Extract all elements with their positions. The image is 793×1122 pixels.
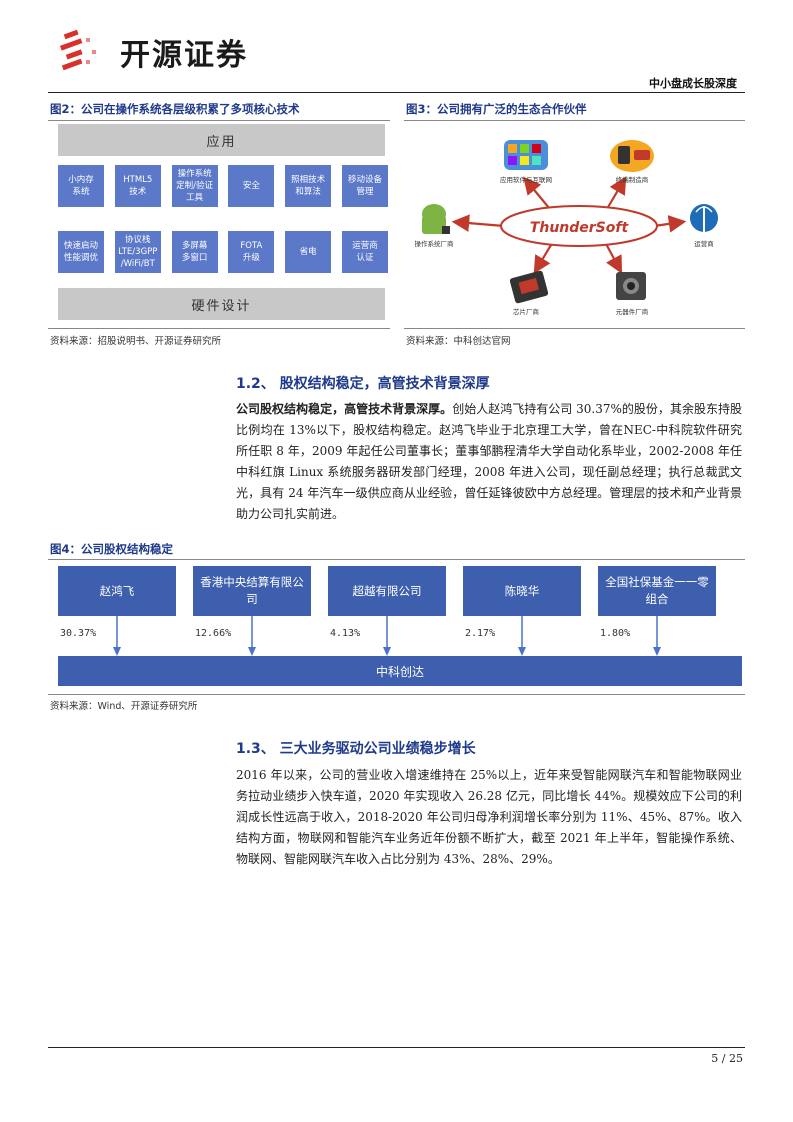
fig3-node-components: 元器件厂商 bbox=[616, 307, 649, 316]
section-1-2-heading: 1.2、 股权结构稳定，高管技术背景深厚 bbox=[236, 376, 490, 392]
fig4-source: 资料来源：Wind、开源证券研究所 bbox=[50, 701, 198, 712]
fig2-tile: FOTA 升级 bbox=[228, 231, 275, 273]
chip-icon bbox=[509, 270, 549, 304]
header-divider bbox=[48, 92, 745, 93]
footer-divider bbox=[48, 1047, 745, 1048]
terminal-devices-icon bbox=[610, 140, 654, 172]
shareholder-pct: 1.80% bbox=[600, 628, 631, 639]
fig4-shareholder-row: 赵鸿飞 30.37% 香港中央结算有限公司 12.66% 超越有限公司 4.13% 陈晓华 2… bbox=[58, 566, 742, 656]
fig3-node-chip: 芯片厂商 bbox=[513, 307, 540, 316]
logo-text: 开源证券 bbox=[120, 38, 248, 73]
fig3-title: 图3：公司拥有广泛的生态合作伙伴 bbox=[406, 102, 587, 116]
fig2-tile: 快速启动 性能调优 bbox=[58, 231, 104, 273]
fig2-source: 资料来源：招股说明书、开源证券研究所 bbox=[50, 336, 222, 347]
fig4-title: 图4：公司股权结构稳定 bbox=[50, 542, 174, 556]
shareholder-pct: 2.17% bbox=[465, 628, 496, 639]
fig2-tile: 多屏幕 多窗口 bbox=[171, 231, 218, 273]
fig2-top-layer: 应用 bbox=[58, 124, 385, 156]
fig3-top-rule bbox=[404, 120, 745, 121]
ownership-arrow-icon bbox=[382, 616, 392, 660]
ownership-arrow-icon bbox=[247, 616, 257, 660]
fig3-node-os: 操作系统厂商 bbox=[415, 239, 455, 248]
fig2-tile: 小内存 系统 bbox=[58, 165, 104, 207]
camera-module-icon bbox=[616, 272, 646, 300]
fig2-bottom-rule bbox=[48, 328, 390, 329]
fig3-node-carrier: 运营商 bbox=[694, 239, 714, 248]
fig3-ecosystem-diagram: ThunderSoft 应用软件与互联网 终端制造商 操作系统厂商 运营商 芯片… bbox=[415, 140, 718, 316]
fig3-center-label: ThunderSoft bbox=[530, 220, 630, 236]
carrier-tower-icon bbox=[690, 204, 718, 232]
fig2-tile: 照相技术 和算法 bbox=[285, 165, 332, 207]
android-icon bbox=[422, 204, 450, 234]
fig2-tile: 运营商 认证 bbox=[342, 231, 388, 273]
section-1-3-paragraph: 2016 年以来，公司的营业收入增速维持在 25%以上，近年来受智能网联汽车和智… bbox=[236, 768, 742, 866]
shareholder-pct: 30.37% bbox=[60, 628, 97, 639]
apps-internet-icon bbox=[504, 140, 548, 170]
fig2-tile: HTML5 技术 bbox=[114, 165, 161, 207]
fig3-source: 资料来源：中科创达官网 bbox=[406, 336, 511, 347]
fig4-bottom-rule bbox=[48, 694, 745, 695]
report-type: 中小盘成长股深度 bbox=[649, 77, 737, 90]
section-1-3-heading: 1.3、 三大业务驱动公司业绩稳步增长 bbox=[236, 741, 476, 757]
fig4-company-bar: 中科创达 bbox=[58, 656, 742, 686]
fig2-top-rule bbox=[48, 120, 390, 121]
shareholder-box: 赵鸿飞 bbox=[58, 566, 176, 616]
section-1-2-lead: 公司股权结构稳定，高管技术背景深厚。 bbox=[236, 402, 453, 416]
ownership-arrow-icon bbox=[652, 616, 662, 660]
shareholder-box: 陈晓华 bbox=[463, 566, 581, 616]
shareholder-box: 香港中央结算有限公司 bbox=[193, 566, 311, 616]
shareholder-box: 超越有限公司 bbox=[328, 566, 446, 616]
fig2-tile: 操作系统 定制/验证 工具 bbox=[171, 165, 218, 207]
shareholder-box: 全国社保基金一一零组合 bbox=[598, 566, 716, 616]
fig4-top-rule bbox=[48, 559, 745, 560]
fig2-bottom-layer: 硬件设计 bbox=[58, 288, 385, 320]
fig2-title: 图2：公司在操作系统各层级积累了多项核心技术 bbox=[50, 102, 300, 116]
ownership-arrow-icon bbox=[112, 616, 122, 660]
logo: 开源证券 bbox=[58, 28, 288, 73]
section-1-2-body: 创始人赵鸿飞持有公司 30.37%的股份，其余股东持股比例均在 13%以下，股权… bbox=[236, 402, 742, 521]
shareholder-pct: 12.66% bbox=[195, 628, 232, 639]
fig3-bottom-rule bbox=[404, 328, 745, 329]
section-1-2-paragraph: 公司股权结构稳定，高管技术背景深厚。创始人赵鸿飞持有公司 30.37%的股份，其… bbox=[236, 399, 742, 525]
fig2-tile: 协议栈 LTE/3GPP /WiFi/BT bbox=[114, 231, 161, 273]
page-number: 5 / 25 bbox=[711, 1052, 743, 1065]
fig3-node-terminal: 终端制造商 bbox=[616, 175, 649, 184]
logo-mark-icon bbox=[59, 29, 96, 71]
shareholder-pct: 4.13% bbox=[330, 628, 361, 639]
fig2-tile: 移动设备 管理 bbox=[342, 165, 388, 207]
fig3-node-apps: 应用软件与互联网 bbox=[500, 175, 552, 184]
ownership-arrow-icon bbox=[517, 616, 527, 660]
fig2-tile: 省电 bbox=[285, 231, 332, 273]
fig2-tile: 安全 bbox=[228, 165, 275, 207]
